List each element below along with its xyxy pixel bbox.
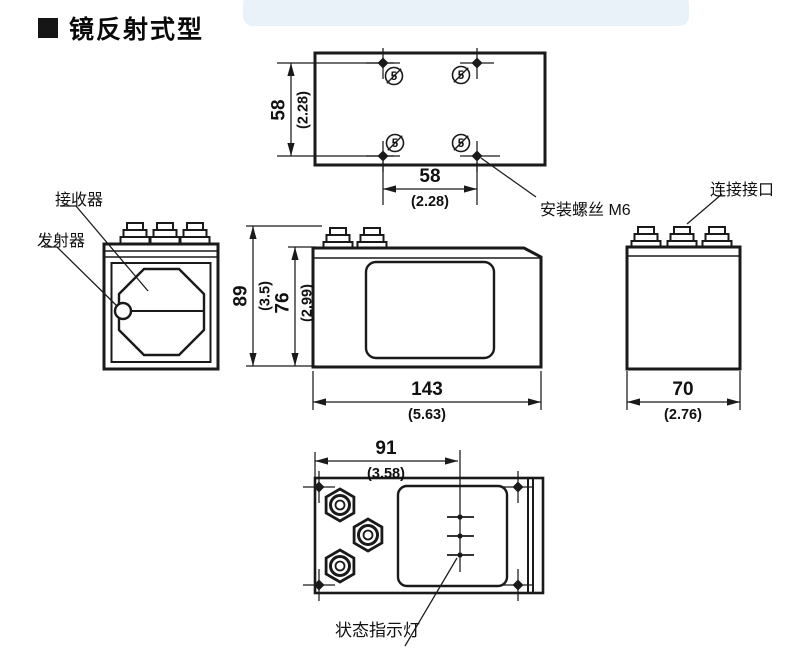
back-body-outline [625,245,742,371]
front-view [44,205,220,371]
side-view [246,225,543,410]
status-light-leader [404,557,458,647]
svg-text:5: 5 [391,71,398,83]
cable-gland-nut [324,487,356,523]
svg-text:5: 5 [458,138,465,150]
mounting-hole-marker [502,569,534,601]
emitter-leader [44,246,118,307]
mounting-screw-leader [480,157,537,198]
mounting-hole-marker [502,471,534,503]
hole-diameter-callout: 5 [384,66,404,86]
dim-text-total-height: 89 (3.5) [230,281,274,311]
back-connectors [630,226,733,248]
mounting-hole-marker [460,48,494,79]
connector-label: 连接接口 [710,182,775,199]
hole-diameter-callout: 5 [451,133,471,153]
front-connectors [119,222,211,245]
svg-text:5: 5 [458,70,465,82]
receiver-label: 接收器 [55,192,104,209]
connector-leader [686,193,723,225]
hole-diameter-callout: 5 [451,65,471,85]
mounting-hole-marker [460,141,500,172]
mounting-hole-marker [366,141,400,172]
status-light-label: 状态指示灯 [335,621,420,640]
emitter-aperture [113,301,133,321]
dim-text-top-height: 58 (2.28) [268,91,312,129]
dim-text-back-width: 70 (2.76) [664,379,702,424]
section-title-text: 镜反射式型 [69,16,205,44]
side-connectors [322,227,388,249]
mounting-hole-marker [303,471,335,503]
front-inner-frame [110,262,212,363]
dim-text-bottom-width: 91 (3.58) [367,438,405,483]
dim-text-body-height: 76 (2.99) [272,284,316,322]
cable-gland-nut [352,517,384,553]
mounting-hole-marker [303,569,335,601]
side-body-outline [311,246,543,369]
hole-diameter-callout: 5 [385,133,405,153]
top-view-outline [313,51,547,167]
dim-text-side-width: 143 (5.63) [408,379,446,424]
back-view [625,193,742,410]
status-indicator-ticks [447,514,474,558]
section-title: 镜反射式型 [38,10,204,46]
dim-text-top-width: 58 (2.28) [411,166,449,211]
emitter-label: 发射器 [37,233,86,250]
top-view: 5 5 5 5 [277,48,547,205]
receiver-leader [60,205,149,292]
bottom-view [303,450,545,647]
side-window [364,260,496,360]
mounting-screw-label: 安装螺丝 M6 [540,202,631,219]
bottom-window [396,484,509,588]
cable-gland-nut [324,548,356,584]
title-bullet-square [38,18,58,38]
cropped-ui-artifact [243,0,689,26]
svg-text:5: 5 [392,138,399,150]
mounting-hole-marker [366,48,400,79]
